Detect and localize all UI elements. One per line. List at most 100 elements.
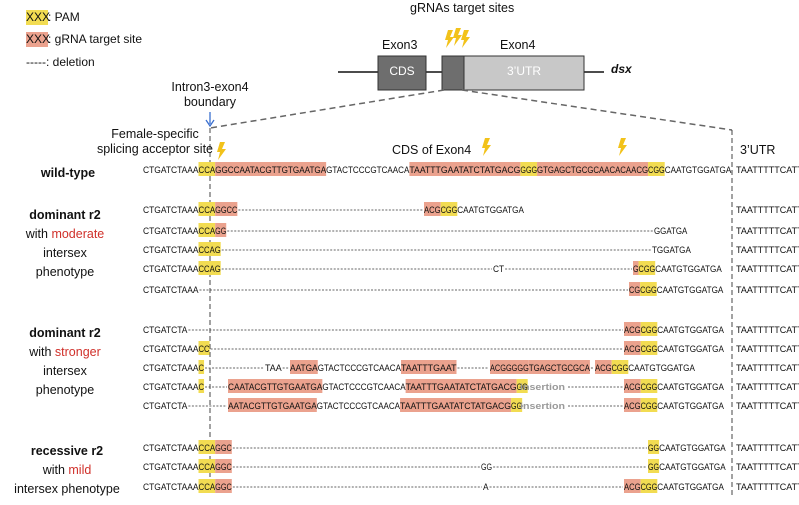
- sequence-segment: CAATGTGGATGA: [657, 344, 724, 355]
- sequence-segment: CGG: [641, 382, 658, 393]
- grna-highlight: [215, 223, 227, 237]
- pam-highlight: [198, 479, 216, 493]
- group-phenotype: phenotype: [35, 265, 95, 279]
- sequence-segment: GGCC: [215, 205, 237, 216]
- grna-bolts: [217, 28, 627, 160]
- sequence-segment: TAATTTGAATATCTATGACG: [409, 165, 520, 176]
- grna-highlight: [537, 162, 649, 176]
- pam-highlight: [198, 202, 216, 216]
- sequence-segment: GG: [215, 226, 226, 237]
- legend-pam-box-text: XXX: [26, 10, 51, 24]
- grna-highlight: [215, 459, 232, 473]
- pam-highlight: [440, 202, 458, 216]
- group-severity: moderate: [51, 227, 105, 241]
- sequence-segment: CCA: [199, 226, 216, 237]
- sequence-segment: CTGATCTAAA: [143, 382, 199, 393]
- grna-highlight: [400, 398, 512, 412]
- sequence-segment: ACG: [624, 401, 641, 412]
- sequence-segment: TAATTTTTCATT: [736, 401, 799, 412]
- sequence-segment: ACG: [624, 482, 641, 493]
- sequence-segment: CCAG: [199, 245, 221, 256]
- pam-highlight: [648, 440, 660, 454]
- grna-highlight: [595, 360, 612, 374]
- sequence-segment: TGGATGA: [652, 245, 691, 256]
- sequence-segment: TAATTTTTCATT: [736, 226, 799, 237]
- sequence-segment: GG: [648, 462, 659, 473]
- pam-highlight: [198, 162, 216, 176]
- gene-name: dsx: [611, 62, 632, 76]
- pam-highlight: [198, 341, 210, 355]
- grna-highlight: [633, 261, 639, 275]
- cds-label: CDS: [389, 64, 415, 78]
- pam-highlight: [611, 360, 629, 374]
- sequence-segment: TAATTTTTCATT: [736, 443, 799, 454]
- sequence-segment: A: [483, 482, 489, 493]
- bolt-icon: [482, 138, 491, 156]
- sequence-segment: TAATTTTTCATT: [736, 165, 799, 176]
- pam-highlight: [198, 242, 221, 256]
- group-wt-label: wild-type: [40, 166, 96, 180]
- group-severity: mild: [68, 463, 92, 477]
- sequence-segment: GG: [481, 462, 492, 473]
- sequence-segment: TAATTTTTCATT: [736, 205, 799, 216]
- grna-highlight: [629, 282, 641, 296]
- group-stronger: dominant r2 with stronger intersex pheno…: [10, 324, 120, 400]
- grna-highlight: [528, 360, 590, 374]
- sequence-segment: CTGATCTAAA: [143, 226, 199, 237]
- grna-highlight: [490, 360, 529, 374]
- exon4-label: Exon4: [500, 38, 536, 52]
- sequence-segment: CCA: [199, 462, 216, 473]
- group-title: dominant r2: [29, 208, 101, 222]
- sequence-segment: CAATGTGGATGA: [657, 285, 724, 296]
- pam-highlight: [198, 440, 216, 454]
- bolt-icon: [461, 30, 470, 48]
- insertion-label: insertion: [520, 401, 565, 411]
- sequence-segment: CGG: [641, 344, 658, 355]
- bolt-icon: [618, 138, 627, 156]
- grna-highlight: [215, 202, 238, 216]
- sequence-segment: G: [633, 264, 639, 275]
- sequence-segment: CAATACGTTGTGAATGA: [228, 382, 323, 393]
- exon3-label: Exon3: [382, 38, 418, 52]
- grna-highlight: [624, 379, 641, 393]
- cds-exon4-label: CDS of Exon4: [392, 143, 472, 157]
- grna-highlight: [409, 162, 521, 176]
- pam-highlight: [648, 162, 665, 176]
- sequence-segment: CAATGTGGATGA: [655, 264, 722, 275]
- sequence-segment: CTGATCTAAA: [143, 344, 199, 355]
- sequence-segment: CAATGTGGATGA: [657, 325, 724, 336]
- sequence-segment: TAATTTTTCATT: [736, 264, 799, 275]
- sequence-segment: CAATGTGGATGA: [659, 462, 726, 473]
- grna-highlight: [215, 162, 327, 176]
- sequence-segment: CAATGTGGATGA: [659, 443, 726, 454]
- pam-highlight: [640, 398, 658, 412]
- sequence-segment: TAATTTTTCATT: [736, 325, 799, 336]
- group-with: with: [42, 463, 69, 477]
- sequence-segment: CAATGTGGATGA: [628, 363, 695, 374]
- sequence-segment: CGG: [641, 325, 658, 336]
- sequence-segment: CGG: [648, 165, 665, 176]
- sequence-segment: ACG: [424, 205, 441, 216]
- group-intersex: intersex phenotype: [14, 482, 120, 496]
- sequence-segment: TGAGCTGCGCA: [529, 363, 591, 374]
- insertion-label: insertion: [520, 382, 565, 392]
- sequence-segment: CTGATCTAAA: [143, 264, 199, 275]
- pam-highlight: [516, 379, 528, 393]
- sequence-segment: CCA: [199, 443, 216, 454]
- sequence-segment: GG: [648, 443, 659, 454]
- sequence-segment: CTGATCTAAA: [143, 245, 199, 256]
- grna-highlight: [215, 479, 232, 493]
- sequence-segment: CGG: [641, 482, 658, 493]
- sequence-segment: GGATGA: [654, 226, 688, 237]
- sequence-segment: CAATGTGGATGA: [657, 401, 724, 412]
- sequence-segment: GTACTCCCGTCAACA: [318, 363, 402, 374]
- sequence-segment: TAATTTGAATATCTATGACG: [400, 401, 511, 412]
- sequence-segment: GGC: [215, 462, 232, 473]
- sequence-segment: ACG: [624, 344, 641, 355]
- sequence-segment: CAATGTGGATGA: [657, 382, 724, 393]
- sequence-segment: CTGATCTA: [143, 401, 188, 412]
- grna-highlight: [228, 398, 317, 412]
- grna-highlight: [624, 341, 641, 355]
- sequence-segment: CAATGTGGATGA: [457, 205, 524, 216]
